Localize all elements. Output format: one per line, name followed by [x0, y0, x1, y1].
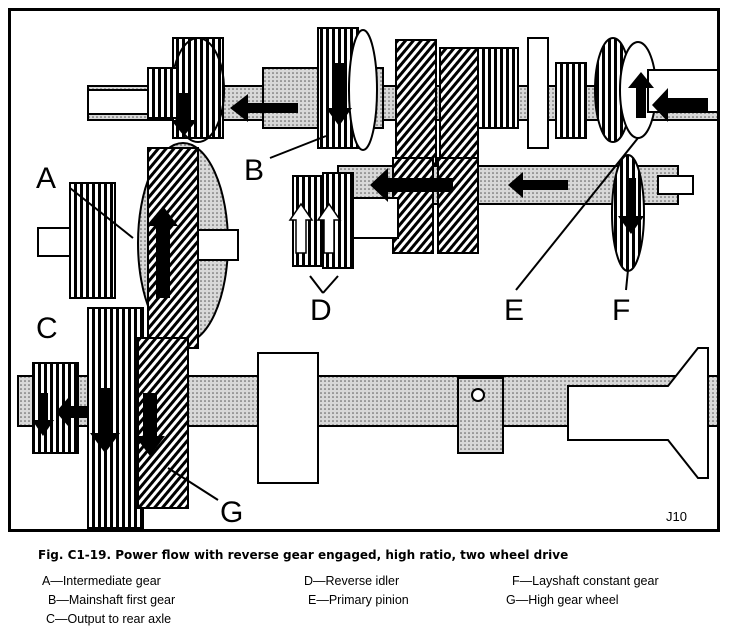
arrow-up-d1	[288, 202, 314, 254]
legend-item-e: E—Primary pinion	[308, 593, 409, 607]
top-left-gear	[147, 37, 225, 143]
legend-item-c: C—Output to rear axle	[46, 612, 172, 626]
legend-item-a: A—Intermediate gear	[42, 574, 161, 588]
arrow-down-c	[32, 393, 54, 436]
arrow-left-layshaft-1	[370, 168, 453, 202]
label-d: D	[310, 294, 332, 327]
label-g: G	[220, 496, 243, 529]
label-e: E	[504, 294, 524, 327]
legend-item-f: F—Layshaft constant gear	[512, 574, 659, 588]
legend-item-g: G—High gear wheel	[506, 593, 619, 607]
arrow-left-right	[652, 88, 708, 122]
arrow-up-a	[148, 206, 178, 298]
gearbox-diagram: A B C D E F G J10	[8, 8, 720, 532]
arrow-down-f	[618, 178, 644, 234]
leader-lines	[69, 135, 639, 501]
mainshaft-first-gear	[317, 27, 378, 151]
arrow-left-layshaft-2	[508, 172, 568, 198]
arrow-up-right	[628, 72, 654, 118]
arrow-down-g1	[90, 388, 120, 453]
figure-caption: Fig. C1-19. Power flow with reverse gear…	[38, 548, 569, 562]
label-c: C	[36, 312, 58, 345]
label-b: B	[244, 154, 264, 187]
legend: A—Intermediate gear B—Mainshaft first ge…	[42, 574, 702, 632]
arrow-down-top-left	[171, 93, 197, 136]
helical-gears-upper	[395, 39, 479, 169]
label-a: A	[36, 162, 56, 195]
power-flow-arrows	[32, 63, 708, 456]
arrow-up-d2	[316, 202, 342, 254]
label-f: F	[612, 294, 630, 327]
arrow-down-g2	[135, 393, 165, 456]
arrow-down-b	[326, 63, 352, 126]
figure-code: J10	[666, 509, 687, 524]
arrow-left-top	[230, 94, 298, 122]
legend-item-d: D—Reverse idler	[304, 574, 400, 588]
legend-item-b: B—Mainshaft first gear	[48, 593, 176, 607]
arrow-left-c	[56, 398, 88, 426]
